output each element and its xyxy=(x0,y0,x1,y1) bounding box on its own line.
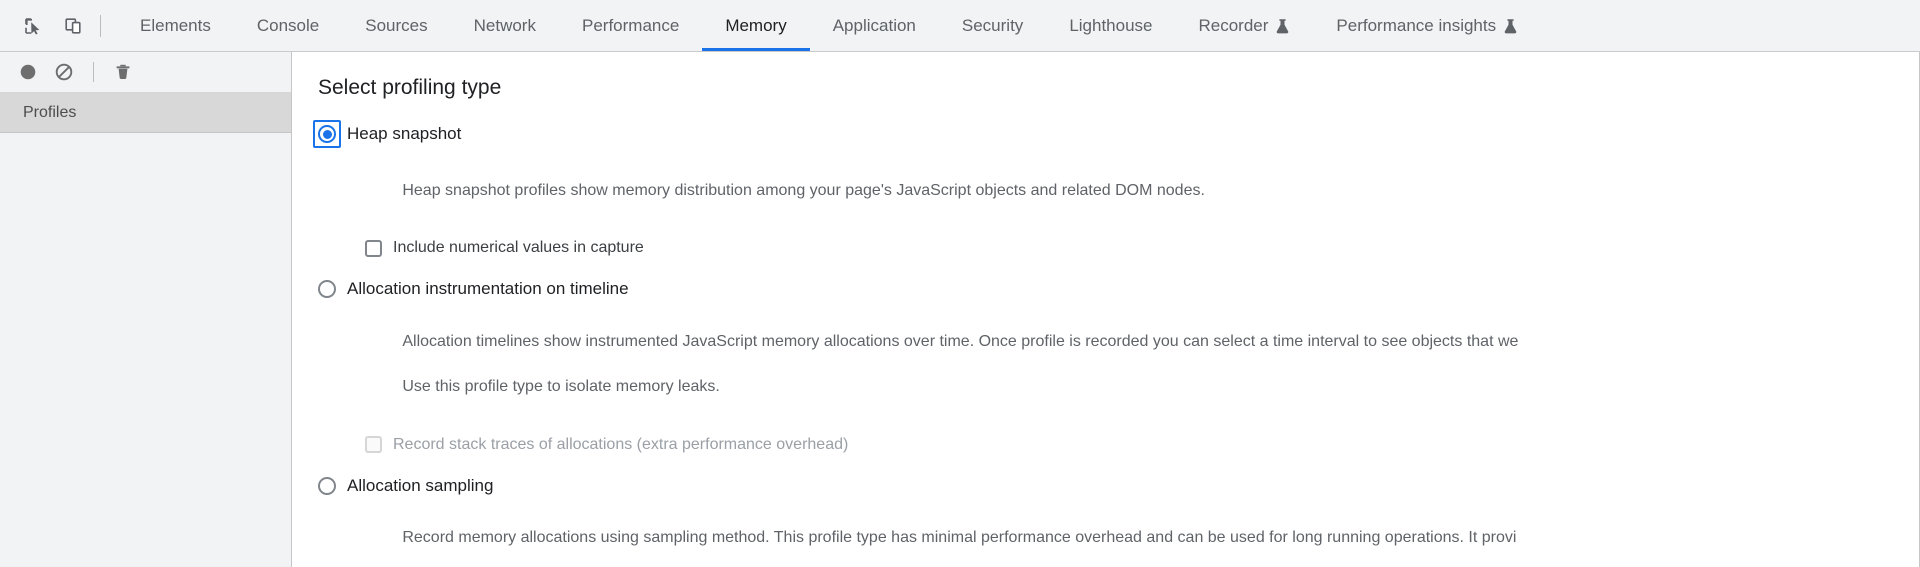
profile-launcher-pane: Select profiling type Heap snapshot Heap… xyxy=(292,52,1920,567)
panel-body: Profiles Select profiling type Heap snap… xyxy=(0,52,1920,567)
experiment-flask-icon xyxy=(1275,18,1290,34)
allocation-instrumentation-radio-row[interactable]: Allocation instrumentation on timeline xyxy=(318,279,1919,299)
tab-label: Application xyxy=(832,15,916,35)
tab-label: Security xyxy=(961,15,1024,35)
record-stack-traces-checkbox[interactable] xyxy=(365,436,382,454)
record-stack-traces-row[interactable]: Record stack traces of allocations (extr… xyxy=(365,436,1919,454)
profile-type-allocation-instrumentation: Allocation instrumentation on timeline A… xyxy=(318,279,1919,454)
device-toolbar-icon[interactable] xyxy=(56,9,90,43)
tab-label: Lighthouse xyxy=(1069,15,1153,35)
tab-memory[interactable]: Memory xyxy=(702,0,809,51)
profile-type-allocation-sampling: Allocation sampling Record memory alloca… xyxy=(318,476,1919,567)
tab-security[interactable]: Security xyxy=(939,0,1046,51)
heap-snapshot-label: Heap snapshot xyxy=(347,124,462,143)
page-title: Select profiling type xyxy=(318,76,502,99)
profiles-list[interactable] xyxy=(0,133,291,567)
trash-icon[interactable] xyxy=(107,57,139,87)
record-stack-traces-label: Record stack traces of allocations (extr… xyxy=(393,435,849,453)
description-line: Record memory allocations using sampling… xyxy=(402,529,1517,547)
include-numerical-values-label: Include numerical values in capture xyxy=(393,239,644,257)
tab-label: Performance insights xyxy=(1336,15,1497,35)
heap-snapshot-radio[interactable] xyxy=(318,125,336,143)
allocation-instrumentation-label: Allocation instrumentation on timeline xyxy=(347,279,629,299)
profile-launcher-content: Select profiling type Heap snapshot Heap… xyxy=(292,52,1919,567)
tab-performance-insights[interactable]: Performance insights xyxy=(1313,0,1541,51)
include-numerical-values-checkbox[interactable] xyxy=(365,239,382,257)
tab-sources[interactable]: Sources xyxy=(342,0,450,51)
tab-elements[interactable]: Elements xyxy=(117,0,234,51)
tab-label: Elements xyxy=(140,15,211,35)
profiles-section-header[interactable]: Profiles xyxy=(0,93,291,133)
allocation-sampling-radio-row[interactable]: Allocation sampling xyxy=(318,476,1919,496)
allocation-sampling-description: Record memory allocations using sampling… xyxy=(349,505,1919,567)
experiment-flask-icon xyxy=(1503,18,1518,34)
profiles-toolbar xyxy=(0,52,291,93)
allocation-sampling-label: Allocation sampling xyxy=(347,475,494,495)
description-line: Use this profile type to isolate memory … xyxy=(402,378,720,396)
allocation-instrumentation-description: Allocation timelines show instrumented J… xyxy=(349,308,1919,422)
tabbar-tools xyxy=(8,0,117,51)
tab-label: Performance xyxy=(581,15,680,35)
tab-console[interactable]: Console xyxy=(234,0,342,51)
tab-label: Memory xyxy=(725,15,787,35)
devtools-tabbar: Elements Console Sources Network Perform… xyxy=(0,0,1920,52)
tab-label: Sources xyxy=(365,15,428,35)
description-line: Allocation timelines show instrumented J… xyxy=(402,332,1519,350)
profiles-sidebar: Profiles xyxy=(0,52,292,567)
tab-label: Console xyxy=(256,15,320,35)
include-numerical-values-row[interactable]: Include numerical values in capture xyxy=(365,239,1919,257)
tab-label: Recorder xyxy=(1198,15,1269,35)
clear-icon[interactable] xyxy=(48,57,80,87)
heap-snapshot-focus-ring xyxy=(313,120,341,148)
heap-snapshot-description: Heap snapshot profiles show memory distr… xyxy=(349,157,1919,225)
inspect-element-icon[interactable] xyxy=(16,9,50,43)
profile-type-heap-snapshot: Heap snapshot Heap snapshot profiles sho… xyxy=(313,120,1919,257)
profiles-section-title: Profiles xyxy=(23,103,77,121)
tab-application[interactable]: Application xyxy=(810,0,939,51)
panel-tabs: Elements Console Sources Network Perform… xyxy=(117,0,1920,51)
allocation-sampling-radio[interactable] xyxy=(318,476,336,495)
description-line: Heap snapshot profiles show memory distr… xyxy=(402,181,1205,199)
tab-label: Network xyxy=(473,15,536,35)
tab-recorder[interactable]: Recorder xyxy=(1176,0,1314,51)
tab-performance[interactable]: Performance xyxy=(559,0,702,51)
toolbar-divider xyxy=(93,62,94,82)
allocation-instrumentation-radio[interactable] xyxy=(318,280,336,299)
tab-network[interactable]: Network xyxy=(451,0,559,51)
heap-snapshot-radio-row[interactable]: Heap snapshot xyxy=(313,120,1919,148)
tabbar-divider xyxy=(100,14,101,37)
record-heap-profile-icon[interactable] xyxy=(12,57,44,87)
tab-lighthouse[interactable]: Lighthouse xyxy=(1046,0,1175,51)
